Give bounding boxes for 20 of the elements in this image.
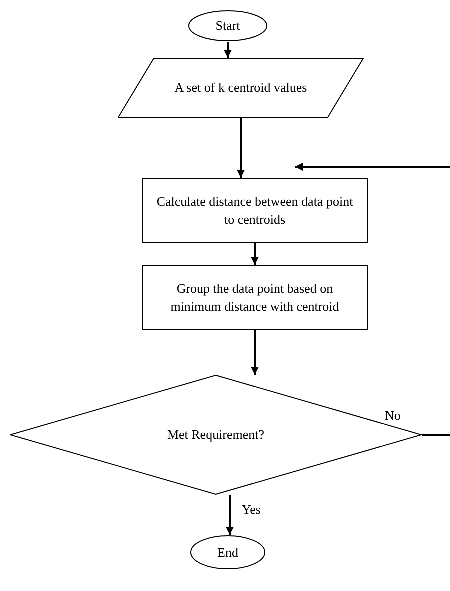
decision-diamond <box>10 375 422 495</box>
arrow <box>224 42 232 58</box>
edge-label: Yes <box>242 503 261 516</box>
node-text: A set of k centroid values <box>174 79 308 97</box>
arrow <box>251 330 259 375</box>
terminal-ellipse <box>188 10 268 42</box>
arrow <box>295 163 450 171</box>
edge-label: No <box>385 409 401 422</box>
node-text: Start <box>216 17 240 35</box>
node-text: Calculate distance between data point to centroids <box>156 192 354 228</box>
node-text: Group the data point based on minimum distance with centroid <box>170 280 340 316</box>
terminal-ellipse <box>190 535 266 570</box>
process-box <box>142 265 368 330</box>
arrow <box>226 495 234 535</box>
arrow <box>251 243 259 265</box>
arrow <box>237 118 245 178</box>
node-text: Met Requirement? <box>167 426 265 444</box>
node-text: End <box>218 544 238 562</box>
input-parallelogram <box>118 58 364 118</box>
process-box <box>142 178 368 243</box>
